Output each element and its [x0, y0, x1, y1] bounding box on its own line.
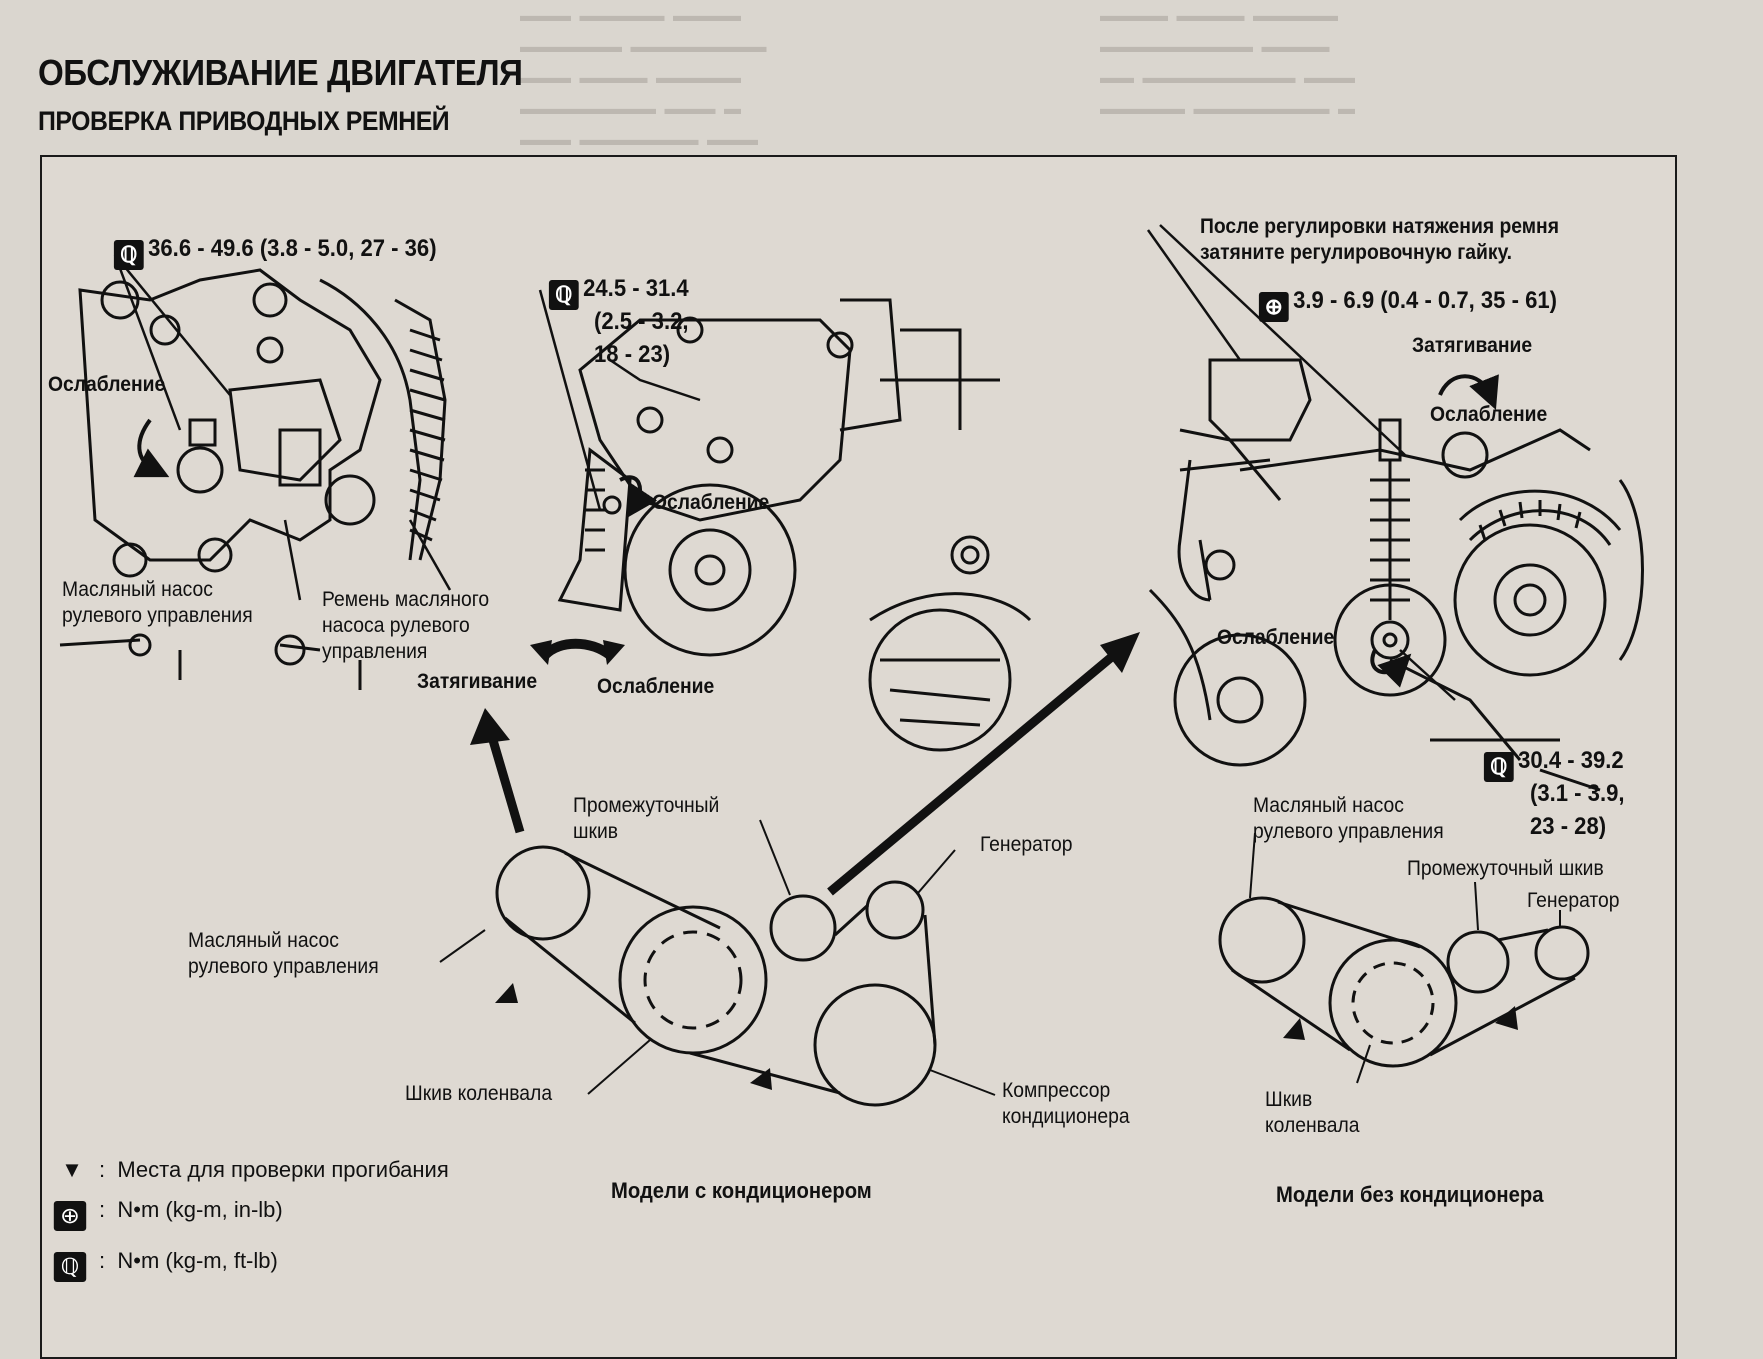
- label-loosen-right2: Ослабление: [1217, 626, 1335, 649]
- wrench-icon: ℚ: [548, 280, 579, 310]
- section-title: ОБСЛУЖИВАНИЕ ДВИГАТЕЛЯ: [38, 52, 523, 93]
- wrench-icon: ℚ: [53, 1241, 89, 1282]
- triangle-marker-icon: ▼: [61, 1157, 83, 1182]
- torque-pump-adjuster-line2: (2.5 - 3.2,: [594, 308, 689, 335]
- wrench-icon: ℚ: [113, 240, 144, 270]
- label-pump-top: Масляный насос рулевого управления: [62, 578, 253, 627]
- tensioner-sketch: [1148, 358, 1644, 792]
- background-bleed-left: ▬▬▬ ▬▬▬▬▬ ▬▬▬▬ ▬▬▬▬▬▬ ▬▬▬▬▬▬▬▬ ▬▬▬ ▬▬▬▬ …: [520, 6, 767, 149]
- label-pump-belt: Ремень масляного насоса рулевого управле…: [322, 588, 490, 663]
- noac-caption: Модели без кондиционера: [1276, 1182, 1544, 1207]
- label-loosen-right1: Ослабление: [1430, 403, 1548, 426]
- noac-label-crank: Шкив коленвала: [1265, 1088, 1360, 1137]
- legend-in-lb: ⊕: N•m (kg-m, in-lb): [53, 1190, 449, 1231]
- label-loosen-mid1: Ослабление: [652, 491, 770, 514]
- ac-label-compressor: Компрессор кондиционера: [1002, 1079, 1130, 1128]
- torque-idler-bolt-line3: 23 - 28): [1530, 813, 1607, 840]
- figure-frame: [40, 155, 1677, 1359]
- torque-adjusting-nut: ⊕3.9 - 6.9 (0.4 - 0.7, 35 - 61): [1258, 284, 1557, 322]
- background-bleed-right: ▬▬▬▬ ▬▬▬▬ ▬▬▬▬▬ ▬▬▬▬▬▬▬▬▬ ▬▬▬▬ ▬▬ ▬▬▬▬▬▬…: [1100, 6, 1355, 118]
- adjuster-sketch: [557, 298, 1032, 752]
- legend-ft-lb: ℚ: N•m (kg-m, ft-lb): [53, 1241, 449, 1282]
- ac-caption: Модели с кондиционером: [611, 1178, 872, 1203]
- label-tighten-right: Затягивание: [1412, 334, 1533, 357]
- steering-pump-sketch: [59, 268, 447, 690]
- ac-belt-routing: [495, 845, 937, 1107]
- torque-idler-bolt-line2: (3.1 - 3.9,: [1530, 780, 1625, 807]
- wrench-icon: ℚ: [1483, 752, 1514, 782]
- ac-label-crank: Шкив коленвала: [405, 1082, 553, 1105]
- legend-deflection: ▼: Места для проверки прогибания: [55, 1150, 449, 1190]
- ac-label-pump: Масляный насос рулевого управления: [188, 929, 379, 978]
- noac-label-idler: Промежуточный шкив: [1407, 857, 1604, 880]
- wrench-icon: ⊕: [1258, 292, 1289, 322]
- label-loosen-mid2: Ослабление: [597, 675, 715, 698]
- label-tighten-left: Затягивание: [417, 670, 538, 693]
- noac-label-generator: Генератор: [1527, 889, 1620, 912]
- ac-label-generator: Генератор: [980, 833, 1073, 856]
- torque-pump-adjuster-line3: 18 - 23): [594, 341, 671, 368]
- ac-label-idler: Промежуточный шкив: [573, 794, 720, 843]
- label-after-adjust: После регулировки натяжения ремня затяни…: [1200, 215, 1559, 264]
- subsection-title: ПРОВЕРКА ПРИВОДНЫХ РЕМНЕЙ: [38, 106, 450, 136]
- wrench-icon: ⊕: [53, 1190, 89, 1231]
- noac-label-pump: Масляный насос рулевого управления: [1253, 794, 1444, 843]
- legend: ▼: Места для проверки прогибания ⊕: N•m …: [53, 1150, 449, 1282]
- double-arrow-icon: [541, 638, 613, 660]
- label-loosen-left: Ослабление: [48, 373, 166, 396]
- noac-belt-routing: [1218, 896, 1590, 1068]
